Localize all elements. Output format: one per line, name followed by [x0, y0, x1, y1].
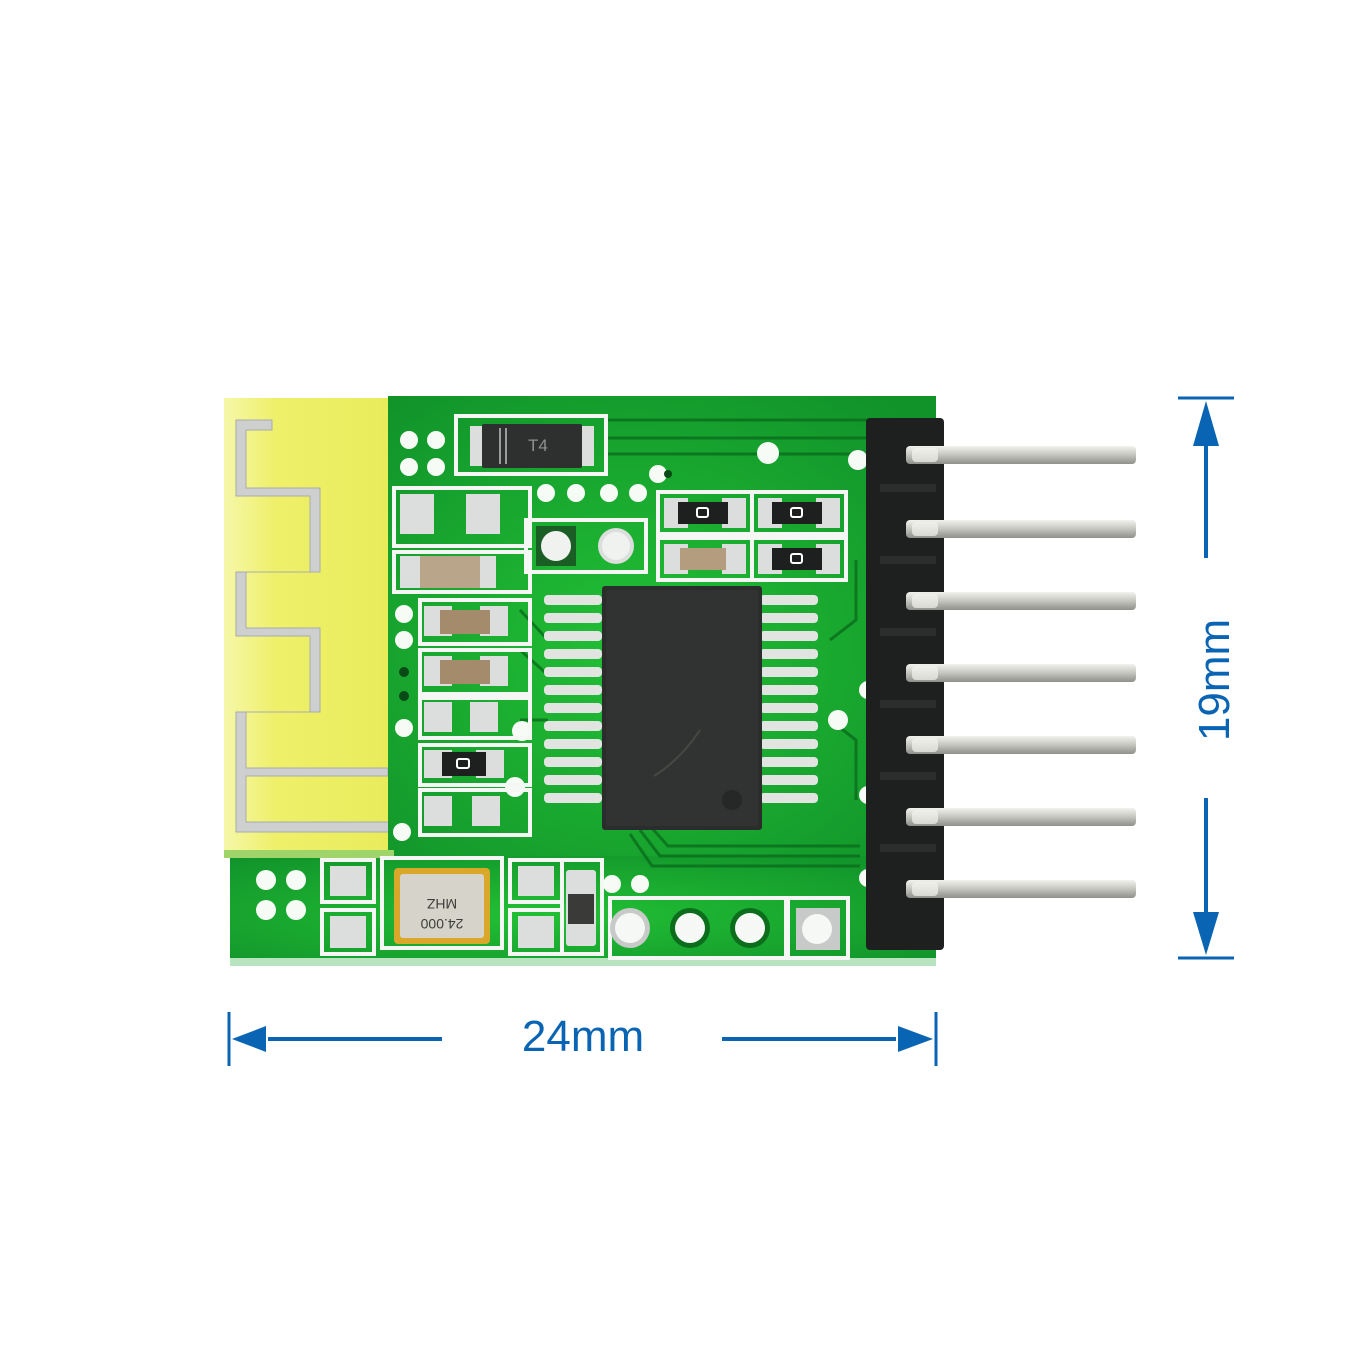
crystal-24mhz [394, 868, 490, 944]
dark-vias [399, 470, 672, 701]
silkscreen [320, 414, 850, 960]
diode-t4 [470, 424, 594, 468]
smd-resistors [664, 498, 840, 574]
vias [256, 431, 877, 920]
width-dimension [227, 1012, 938, 1066]
ic-pins-left [544, 595, 602, 803]
crystal-marking-line1: 24.000 [420, 916, 464, 932]
antenna-area [224, 398, 394, 858]
main-ic [544, 586, 818, 830]
height-label: 19mm [1190, 618, 1239, 742]
crystal-marking-line2: MHZ [426, 896, 458, 912]
antenna-trace [235, 419, 393, 833]
width-label: 24mm [521, 1012, 645, 1061]
ic-pins-right [760, 595, 818, 803]
through-holes-bottom [610, 908, 840, 950]
smd-pads-bottom-left [330, 866, 596, 948]
smd-pads-left [400, 494, 508, 826]
crystal-marking: 24.000 MHZ [404, 880, 480, 934]
pin-header [866, 418, 1136, 950]
pads-upper-middle [536, 526, 634, 566]
height-dimension [1178, 396, 1234, 960]
diode-marking: T4 [528, 436, 548, 455]
